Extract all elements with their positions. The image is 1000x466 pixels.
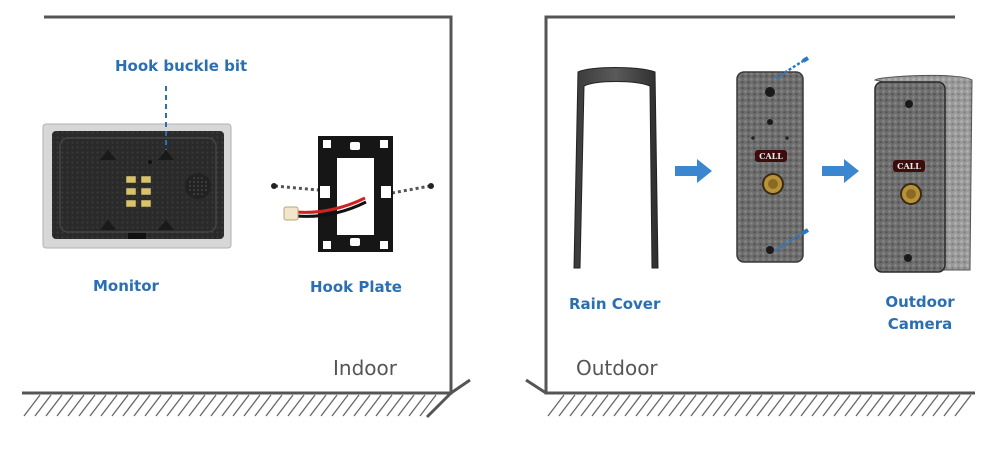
arrow-right-icon [675, 159, 712, 183]
hook-plate-illustration [271, 136, 434, 252]
rain-cover-illustration [573, 67, 659, 269]
rain-cover-label: Rain Cover [569, 295, 661, 313]
ground-hatch-icon [23, 394, 437, 417]
door-station-illustration: CALL [736, 71, 804, 263]
outdoor-frame [525, 15, 975, 395]
arrow-right-icon [822, 159, 859, 183]
hook-buckle-bit-label: Hook buckle bit [115, 57, 248, 75]
outdoor-camera-label-line1: Outdoor [885, 293, 955, 311]
indoor-section-label: Indoor [333, 356, 397, 380]
screw-icon [775, 56, 810, 80]
ground-hatch-icon [547, 394, 972, 417]
hook-plate-label: Hook Plate [310, 278, 402, 296]
outdoor-camera-illustration: CALL [873, 74, 973, 273]
call-button-label: CALL [759, 151, 783, 161]
call-button-label: CALL [897, 161, 921, 171]
screw-icon [775, 228, 810, 252]
outdoor-camera-label-line2: Camera [887, 315, 953, 333]
monitor-illustration [42, 123, 232, 249]
monitor-label: Monitor [93, 277, 159, 295]
outdoor-section-label: Outdoor [576, 356, 658, 380]
indoor-frame [22, 15, 471, 419]
